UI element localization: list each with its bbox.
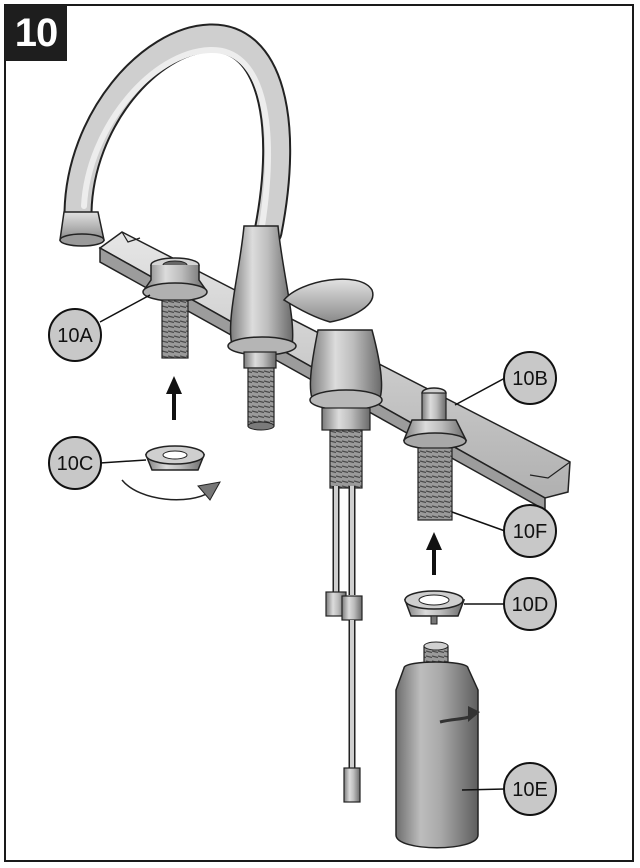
callout-leader-lines [99, 294, 506, 791]
mounting-nut-10c [121, 445, 221, 501]
soap-pump-part-10b [402, 387, 468, 521]
callout-10b-label: 10B [512, 368, 548, 390]
callout-10d-label: 10D [512, 594, 549, 616]
gooseneck-spout [59, 23, 292, 247]
callout-10b: 10B [503, 351, 557, 405]
callout-10c: 10C [48, 436, 102, 490]
spout-base [227, 225, 297, 431]
up-arrow-right [426, 532, 442, 575]
callout-10a-label: 10A [57, 325, 93, 347]
callout-10e-label: 10E [512, 779, 548, 801]
callout-10f: 10F [503, 504, 557, 558]
escutcheon-part-10a [142, 257, 208, 359]
handle-valve-body [282, 278, 383, 489]
soap-bottle-10e [395, 641, 480, 849]
callout-10d: 10D [503, 577, 557, 631]
callout-10a: 10A [48, 308, 102, 362]
callout-10f-label: 10F [513, 521, 547, 543]
up-arrow-left [166, 376, 182, 420]
instruction-frame [4, 4, 634, 862]
mounting-nut-10d [403, 590, 466, 625]
step-number-badge: 10 [5, 5, 67, 61]
supply-hoses [325, 486, 363, 803]
callout-10e: 10E [503, 762, 557, 816]
callout-10c-label: 10C [57, 453, 94, 475]
